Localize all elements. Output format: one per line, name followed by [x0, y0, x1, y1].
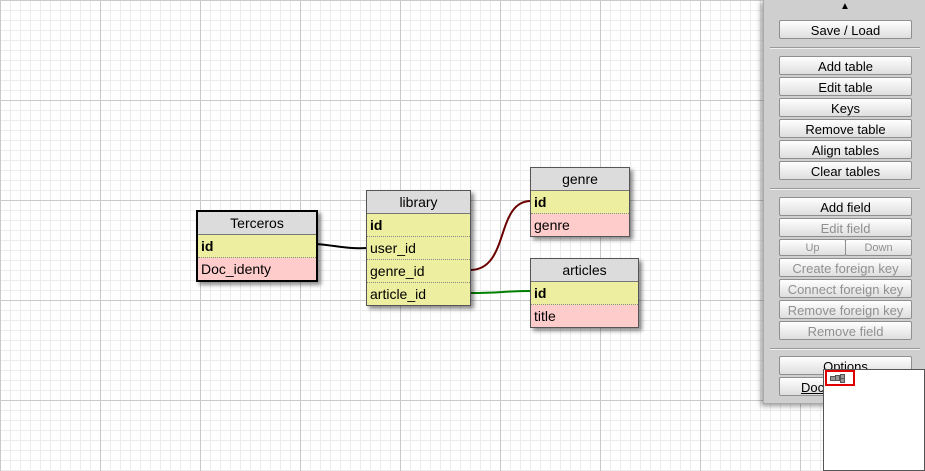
separator: [770, 188, 920, 190]
field-id[interactable]: id: [198, 235, 316, 258]
align-tables-button[interactable]: Align tables: [779, 140, 912, 159]
create-foreign-key-button[interactable]: Create foreign key: [779, 258, 912, 277]
minimap[interactable]: [823, 369, 925, 471]
separator: [770, 348, 920, 350]
field-article-id[interactable]: article_id: [367, 283, 470, 305]
clear-tables-button[interactable]: Clear tables: [779, 161, 912, 180]
table-title[interactable]: genre: [531, 168, 629, 191]
minimap-table: [835, 375, 840, 381]
table-title[interactable]: library: [367, 191, 470, 214]
table-title[interactable]: articles: [531, 259, 638, 282]
sidebar-panel: ▲ Save / Load Add table Edit table Keys …: [763, 0, 925, 404]
keys-button[interactable]: Keys: [779, 98, 912, 117]
edit-field-button[interactable]: Edit field: [779, 218, 912, 237]
field-genre[interactable]: genre: [531, 214, 629, 236]
field-genre-id[interactable]: genre_id: [367, 260, 470, 283]
field-down-button[interactable]: Down: [845, 239, 912, 256]
connect-foreign-key-button[interactable]: Connect foreign key: [779, 279, 912, 298]
table-library[interactable]: library id user_id genre_id article_id: [366, 190, 471, 306]
field-id[interactable]: id: [531, 191, 629, 214]
table-genre[interactable]: genre id genre: [530, 167, 630, 237]
save-load-button[interactable]: Save / Load: [779, 20, 912, 39]
remove-foreign-key-button[interactable]: Remove foreign key: [779, 300, 912, 319]
relation-library-genre[interactable]: [469, 200, 532, 271]
table-title[interactable]: Terceros: [198, 212, 316, 235]
field-user-id[interactable]: user_id: [367, 237, 470, 260]
field-title[interactable]: title: [531, 305, 638, 327]
table-terceros[interactable]: Terceros id Doc_identy: [196, 210, 318, 282]
collapse-arrow-icon[interactable]: ▲: [840, 1, 850, 12]
field-id[interactable]: id: [367, 214, 470, 237]
field-id[interactable]: id: [531, 282, 638, 305]
separator: [770, 47, 920, 49]
remove-field-button[interactable]: Remove field: [779, 321, 912, 340]
minimap-table: [840, 378, 845, 383]
remove-table-button[interactable]: Remove table: [779, 119, 912, 138]
relation-terceros-library[interactable]: [315, 243, 369, 250]
minimap-viewport[interactable]: [825, 370, 855, 386]
edit-table-button[interactable]: Edit table: [779, 77, 912, 96]
relation-library-articles[interactable]: [469, 290, 532, 294]
field-up-button[interactable]: Up: [779, 239, 846, 256]
add-field-button[interactable]: Add field: [779, 197, 912, 216]
add-table-button[interactable]: Add table: [779, 56, 912, 75]
field-doc-identy[interactable]: Doc_identy: [198, 258, 316, 280]
table-articles[interactable]: articles id title: [530, 258, 639, 328]
